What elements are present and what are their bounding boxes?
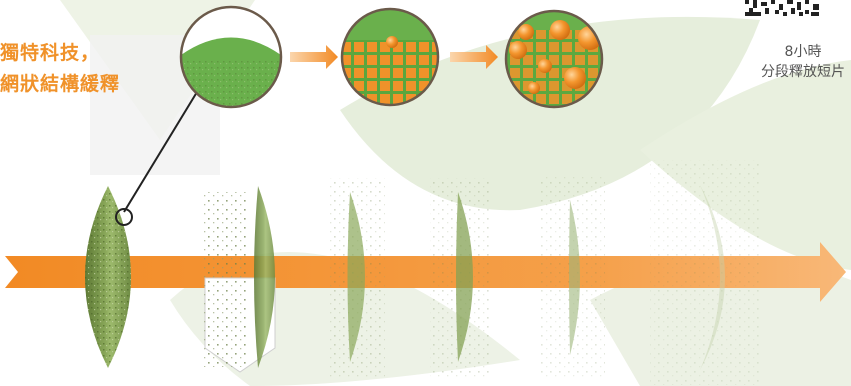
qr-caption: 8小時 分段釋放短片 (748, 42, 851, 82)
headline-line-2: 網狀結構緩釋 (0, 69, 120, 100)
qr-code-icon[interactable] (744, 0, 820, 16)
stage-2-breaking (202, 186, 275, 372)
qr-caption-line-1: 8小時 (748, 42, 851, 62)
stage-3-dissolving (330, 178, 385, 378)
headline: 獨特科技， 網狀結構緩釋 (0, 38, 120, 100)
stage-5-dissolving (540, 175, 605, 380)
stage-4-dissolving (430, 178, 490, 378)
small-arrow-1 (290, 45, 338, 69)
stage-6-nearly-dissolved (650, 160, 760, 385)
qr-caption-line-2: 分段釋放短片 (748, 62, 851, 82)
headline-line-1: 獨特科技， (0, 38, 120, 69)
